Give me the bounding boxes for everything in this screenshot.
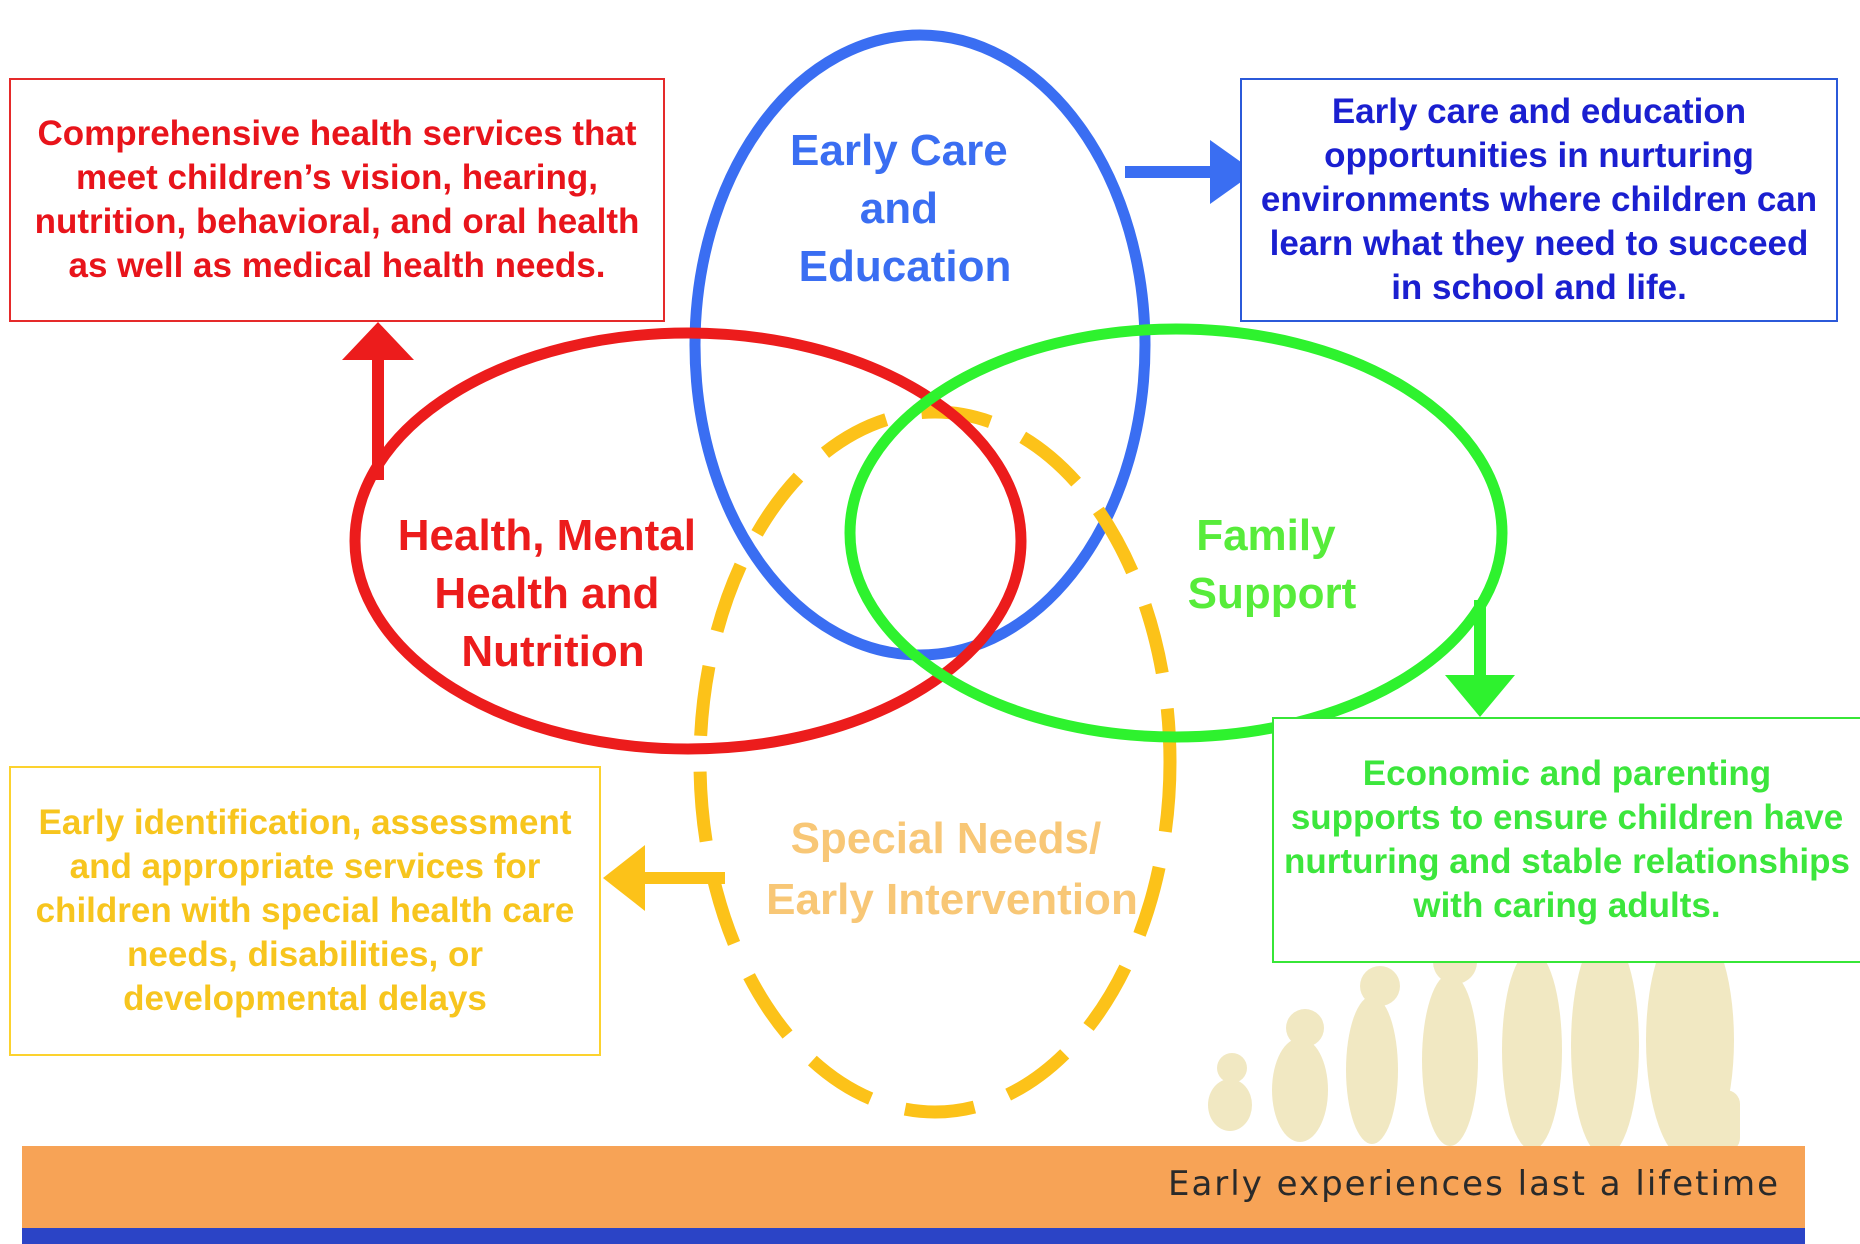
health-description-text: Comprehensive health services that meet … [34, 114, 640, 285]
early-care-description-text: Early care and education opportunities i… [1260, 92, 1818, 307]
arrow-down-icon [1445, 600, 1515, 717]
family-support-description-text: Economic and parenting supports to ensur… [1284, 754, 1850, 925]
banner-bottom-stripe [22, 1228, 1805, 1244]
family-support-label: Family Support [1188, 511, 1357, 618]
early-care-description-box: Early care and education opportunities i… [1240, 78, 1838, 322]
special-needs-label: Special Needs/ Early Intervention [766, 814, 1138, 924]
arrow-left-icon [603, 845, 725, 911]
early-care-label: Early Care and Education [790, 126, 1020, 291]
family-support-circle [844, 323, 1508, 743]
arrow-right-icon [1125, 140, 1255, 204]
health-description-box: Comprehensive health services that meet … [9, 78, 665, 322]
banner-top-stripe [22, 1146, 1805, 1228]
health-label: Health, Mental Health and Nutrition [398, 511, 709, 676]
special-needs-description-text: Early identification, assessment and app… [35, 803, 575, 1018]
health-circle [349, 327, 1027, 755]
special-needs-description-box: Early identification, assessment and app… [9, 766, 601, 1056]
special-needs-circle [693, 405, 1177, 1119]
family-support-description-box: Economic and parenting supports to ensur… [1272, 717, 1860, 963]
banner-tagline: Early experiences last a lifetime [1167, 1164, 1780, 1204]
arrow-up-icon [342, 322, 414, 480]
